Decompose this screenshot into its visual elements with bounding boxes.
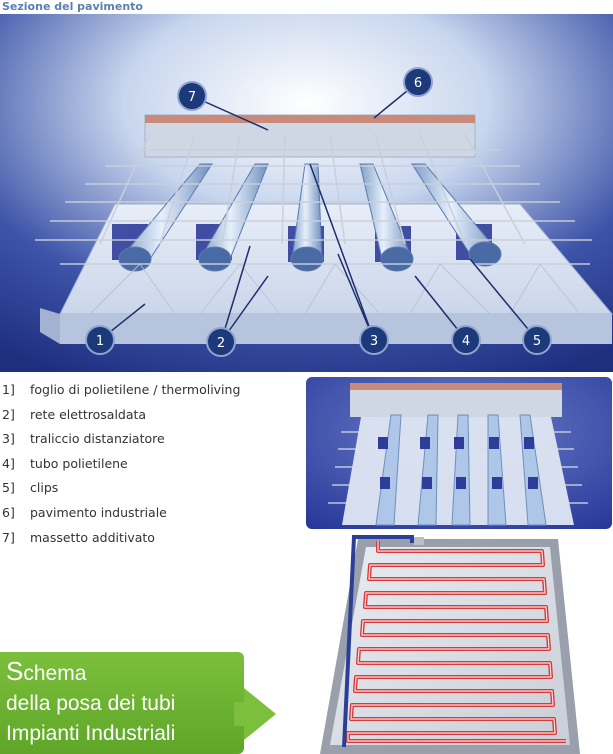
cta-box — [0, 652, 244, 754]
svg-text:4: 4 — [462, 334, 470, 349]
legend-item: 3]traliccio distanziatore — [2, 431, 165, 447]
svg-text:5: 5 — [533, 334, 541, 349]
cta-line3: Impianti Industriali — [6, 722, 176, 745]
floor-perspective-diagram — [306, 377, 612, 529]
legend-item: 5]clips — [2, 480, 59, 496]
svg-text:6: 6 — [414, 76, 422, 91]
svg-text:3: 3 — [370, 334, 378, 349]
pipe-layout-schema — [320, 535, 580, 754]
floor-section-diagram: 7 6 1 2 3 4 5 — [0, 14, 613, 372]
legend-item: 6]pavimento industriale — [2, 504, 167, 520]
legend-list: 1]foglio di polietilene / thermoliving 2… — [2, 378, 302, 550]
arrow-right-icon — [244, 688, 276, 740]
callout-markers: 7 6 1 2 3 4 5 — [85, 67, 552, 357]
legend-item: 2]rete elettrosaldata — [2, 406, 147, 422]
legend-item: 7]massetto additivato — [2, 529, 155, 545]
callout-1: 1 — [85, 325, 115, 355]
cta-line1: chema — [23, 662, 87, 685]
cta-line2: della posa dei tubi — [6, 692, 176, 715]
callout-3: 3 — [359, 325, 389, 355]
legend-item: 1]foglio di polietilene / thermoliving — [2, 382, 241, 397]
callout-5: 5 — [522, 325, 552, 355]
svg-text:7: 7 — [188, 90, 196, 105]
cta-first-letter: S — [6, 656, 24, 686]
legend-item: 4]tubo polietilene — [2, 455, 128, 471]
callout-7: 7 — [177, 81, 207, 111]
svg-text:2: 2 — [217, 336, 225, 351]
callout-6: 6 — [403, 67, 433, 97]
callout-4: 4 — [451, 325, 481, 355]
callout-2: 2 — [206, 327, 236, 357]
cta-arrow-stub — [234, 702, 246, 726]
svg-text:1: 1 — [96, 334, 104, 349]
cta-schema-posa-tubi[interactable]: Schema della posa dei tubi Impianti Indu… — [0, 652, 310, 754]
cta-text: Schema della posa dei tubi Impianti Indu… — [6, 656, 175, 749]
section-title: Sezione del pavimento — [2, 0, 143, 13]
